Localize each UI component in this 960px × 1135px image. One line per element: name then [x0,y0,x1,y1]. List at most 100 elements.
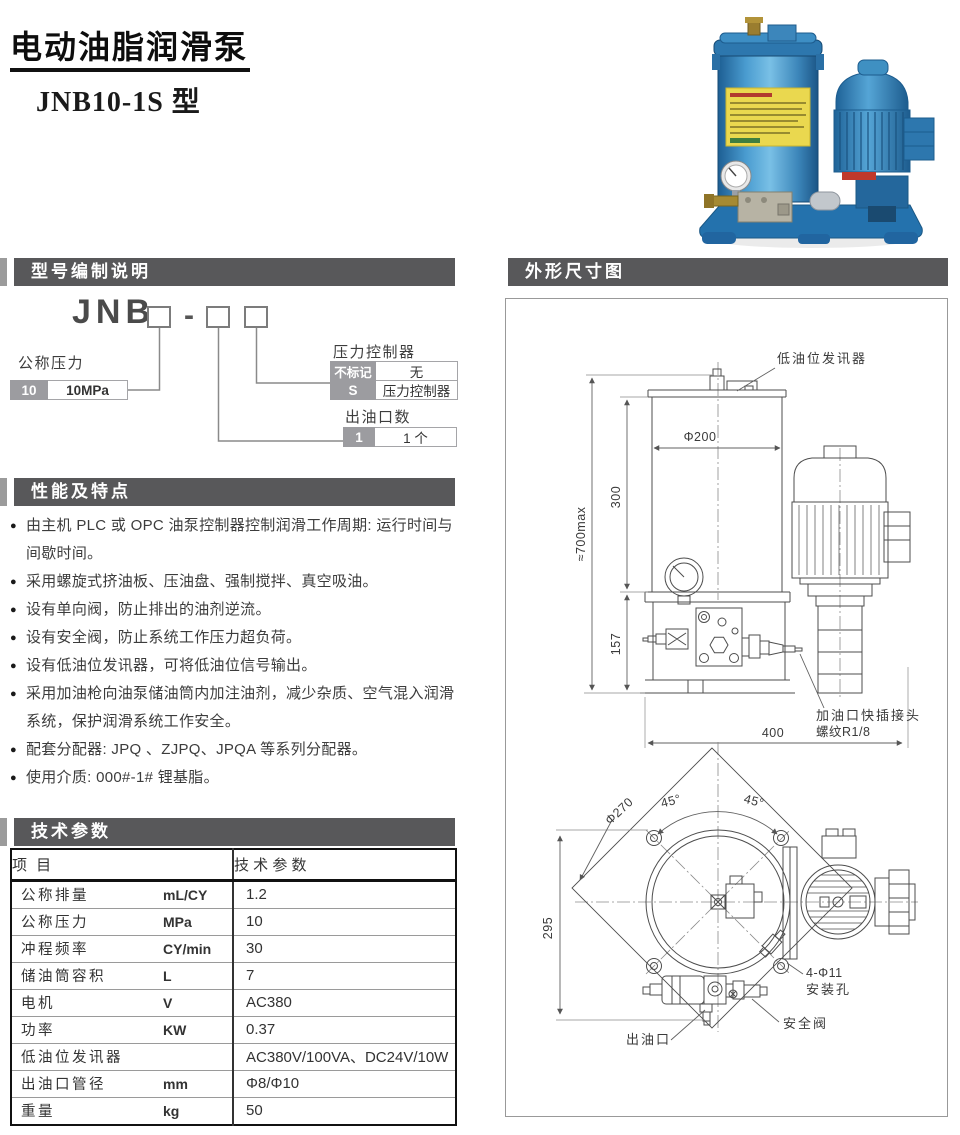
dim-height-max: ≈700max [574,506,588,561]
outlets-code-table: 1 1 个 [343,427,457,447]
pressure-code: 10 [10,380,48,400]
spec-value: Φ8/Φ10 [232,1070,457,1098]
controller-value-none: 无 [376,361,458,381]
controller-label: 压力控制器 [333,344,416,361]
model-code-separator: - [184,299,194,332]
spec-value: 10 [232,908,457,936]
spec-name: 储油筒容积 [11,962,163,990]
model-code-box-outlets [206,306,230,328]
spec-name: 冲程频率 [11,935,163,963]
table-header-row: 项 目 技 术 参 数 [11,849,457,882]
spec-value: 30 [232,935,457,963]
section-tab [0,258,7,286]
spec-value: 1.2 [232,880,457,909]
spec-name: 低油位发讯器 [11,1043,163,1071]
spec-unit: L [163,962,234,990]
spec-unit: CY/min [163,935,234,963]
feature-text: 采用螺旋式挤油板、压油盘、强制搅拌、真空吸油。 [25,573,378,590]
section-heading-features-label: 性能及特点 [31,482,131,501]
spec-unit: kg [163,1097,234,1125]
controller-code-table: 不标记 无 S 压力控制器 [330,361,458,400]
feature-text: 使用介质: 000#-1# 锂基脂。 [25,769,219,786]
list-item: ● 设有单向阀，防止排出的油剂逆流。 [10,596,462,624]
feature-text: 设有安全阀，防止系统工作压力超负荷。 [25,629,302,646]
label-quick-connector: 加油口快插接头 [816,708,921,723]
feature-text: 采用加油枪向油泵储油筒内加注油剂，减少杂质、空气混入润滑系统，保护润滑系统工作安… [25,685,455,730]
table-row: 不标记 无 [330,361,458,381]
label-quick-connector-thread: 螺纹R1/8 [816,725,870,739]
section-heading-specs-label: 技术参数 [31,822,111,841]
section-heading-dimensions-label: 外形尺寸图 [525,262,625,281]
spec-name: 公称排量 [11,880,163,909]
label-mount-holes-size: 4-Φ11 [806,966,843,980]
list-item: ●采用螺旋式挤油板、压油盘、强制搅拌、真空吸油。 [10,568,462,596]
bullet-icon: ● [10,604,17,616]
pressure-label: 公称压力 [18,355,85,372]
product-photo [660,10,960,260]
list-item: ●设有低油位发讯器，可将低油位信号输出。 [10,652,462,680]
model-code-prefix: JNB [72,293,156,331]
features-list: ● 由主机 PLC 或 OPC 油泵控制器控制润滑工作周期: 运行时间与间歇时间。… [10,512,462,792]
bullet-icon: ● [10,744,17,756]
list-item: ● 使用介质: 000#-1# 锂基脂。 [10,764,462,792]
page-title: 电动油脂润滑泵 [10,29,249,65]
bullet-icon: ● [10,772,17,784]
title-underline [10,68,250,72]
feature-text: 设有单向阀，防止排出的油剂逆流。 [25,601,271,618]
column-header-value: 技 术 参 数 [232,849,457,882]
dim-base-width: 400 [762,726,784,740]
spec-unit [163,1043,234,1071]
dim-depth: 295 [541,917,555,939]
dim-flange-diameter: Φ270 [602,795,636,828]
pressure-code-table: 10 10MPa [10,380,128,400]
label-oil-outlet: 出油口 [626,1032,671,1047]
feature-text: 由主机 PLC 或 OPC 油泵控制器控制润滑工作周期: 运行时间与间歇时间。 [25,517,453,562]
spec-unit: MPa [163,908,234,936]
column-header-item: 项 目 [11,849,234,882]
spec-value: AC380 [232,989,457,1017]
product-photo-illustration [699,17,935,248]
label-low-level-sensor: 低油位发讯器 [777,351,867,366]
section-heading-specs: 技术参数 [14,818,455,846]
list-item: ● 采用加油枪向油泵储油筒内加注油剂，减少杂质、空气混入润滑系统，保护润滑系统工作… [10,680,462,736]
list-item: ●设有安全阀，防止系统工作压力超负荷。 [10,624,462,652]
list-item: ● 由主机 PLC 或 OPC 油泵控制器控制润滑工作周期: 运行时间与间歇时间。 [10,512,462,568]
dimension-drawing-box: 低油位发讯器 Φ200 300 157 ≈700max 400 加油口快插接头 … [505,298,948,1117]
spec-name: 功率 [11,1016,163,1044]
spec-unit: mm [163,1070,234,1098]
section-tab [0,478,7,506]
dim-base-height: 157 [609,633,623,655]
dim-angle-left: 45° [659,792,682,811]
label-safety-valve: 安全阀 [783,1016,828,1031]
dim-tank-height: 300 [609,486,623,508]
model-subtitle: JNB10-1S 型 [36,87,201,118]
model-code-connectors [128,328,343,442]
model-code-box-pressure [147,306,171,328]
spec-value: 0.37 [232,1016,457,1044]
spec-name: 电机 [11,989,163,1017]
spec-name: 公称压力 [11,908,163,936]
outlets-label: 出油口数 [345,409,412,426]
feature-text: 配套分配器: JPQ 、ZJPQ、JPQA 等系列分配器。 [25,741,368,758]
dim-tank-diameter: Φ200 [684,430,717,444]
table-row: S 压力控制器 [330,380,458,400]
section-tab [0,818,7,846]
table-row: 10 10MPa [10,380,128,400]
bullet-icon: ● [10,520,17,532]
bullet-icon: ● [10,688,17,700]
table-row: 1 1 个 [343,427,457,447]
spec-name: 重量 [11,1097,163,1125]
controller-value-s: 压力控制器 [376,380,458,400]
controller-code-none: 不标记 [330,361,376,381]
list-item: ● 配套分配器: JPQ 、ZJPQ、JPQA 等系列分配器。 [10,736,462,764]
outlets-code: 1 [343,427,375,447]
